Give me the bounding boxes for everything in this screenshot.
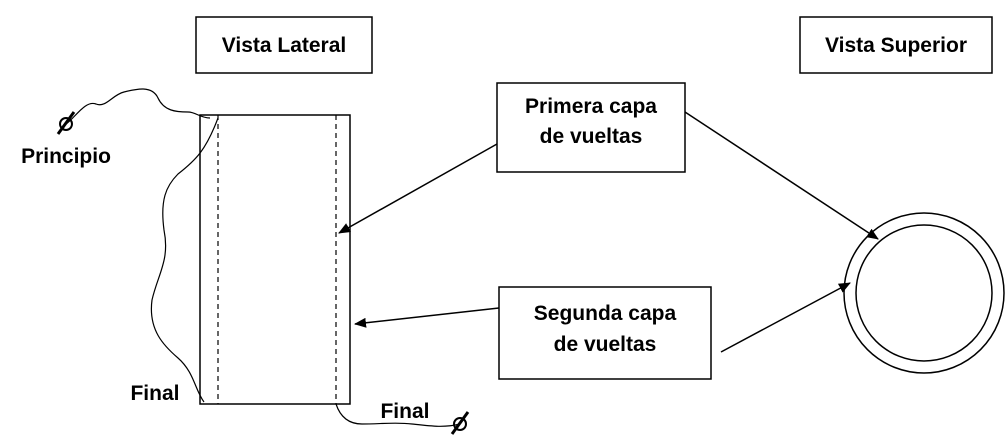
first-layer-label-line1: Primera capa [525,95,657,118]
top-view-title: Vista Superior [825,34,967,57]
end-lead-wire [335,403,461,427]
arrow-second-layer-to-side [354,307,500,328]
end-terminal-icon [450,411,470,435]
side-view-title: Vista Lateral [222,34,347,57]
start-lead-wire [65,88,211,125]
first-layer-label-line2: de vueltas [540,125,643,148]
coil-top-view [843,212,1005,374]
end-label-left: Final [130,382,179,405]
second-layer-label-line1: Segunda capa [534,302,677,325]
return-lead-wire [150,117,219,403]
arrow-first-layer-to-side [338,143,498,234]
arrow-first-layer-to-top [684,111,879,240]
side-view-title-box: Vista Lateral [195,16,373,74]
outer-winding-circle [843,212,1005,374]
second-layer-label-line2: de vueltas [554,333,657,356]
end-label-right: Final [380,400,429,423]
start-terminal-icon [56,111,76,135]
top-view-title-box: Vista Superior [799,16,993,74]
inner-winding-circle [855,224,993,362]
second-layer-label-box: Segunda capa de vueltas [498,286,712,380]
first-layer-label-box: Primera capa de vueltas [496,82,686,173]
coil-body [199,114,351,405]
start-label: Principio [21,145,111,168]
arrow-second-layer-to-top [720,282,851,353]
coil-side-view [199,114,351,405]
